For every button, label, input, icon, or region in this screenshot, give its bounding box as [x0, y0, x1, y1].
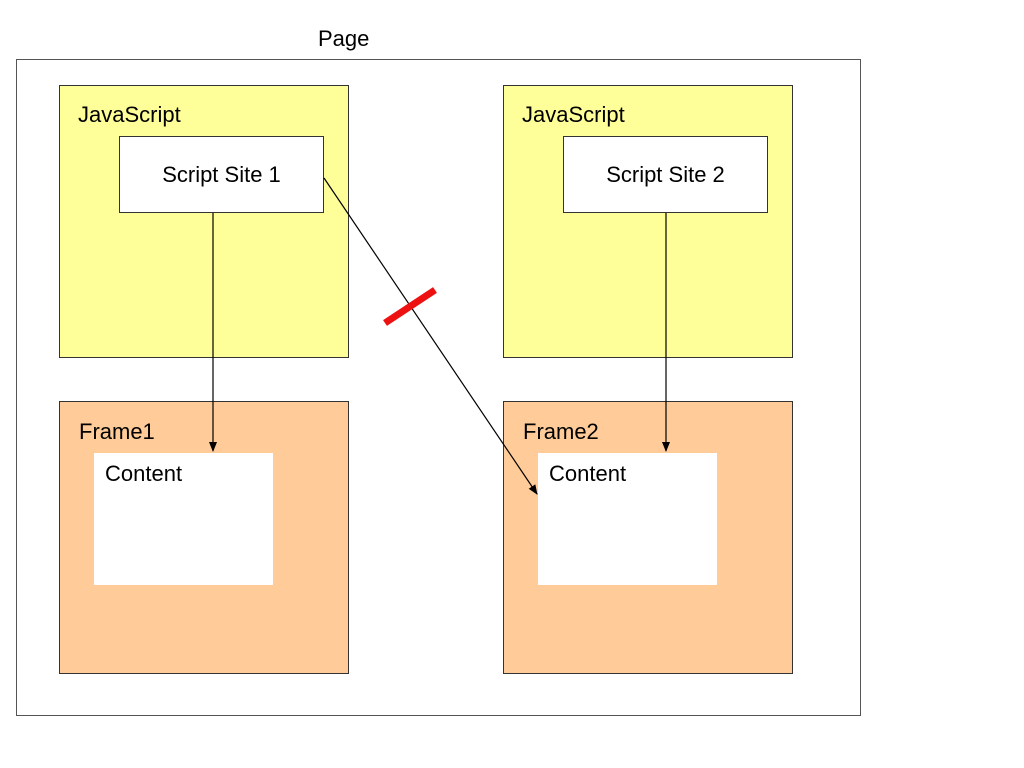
- script-site-1-label: Script Site 1: [162, 161, 281, 187]
- frame-1-content-label: Content: [105, 461, 183, 486]
- page-title: Page: [318, 26, 370, 51]
- javascript-block-1: [59, 85, 349, 358]
- frame-1-content-box: Content: [94, 453, 273, 585]
- frame-1-label: Frame1: [79, 419, 155, 444]
- frame-2-content-box: Content: [538, 453, 717, 585]
- frame-2-content-label: Content: [549, 461, 627, 486]
- javascript-label-1: JavaScript: [78, 102, 181, 127]
- script-site-1-box: Script Site 1: [119, 136, 324, 213]
- script-site-2-box: Script Site 2: [563, 136, 768, 213]
- frame-2-label: Frame2: [523, 419, 599, 444]
- javascript-label-2: JavaScript: [522, 102, 625, 127]
- javascript-block-2: [503, 85, 793, 358]
- script-site-2-label: Script Site 2: [606, 161, 725, 187]
